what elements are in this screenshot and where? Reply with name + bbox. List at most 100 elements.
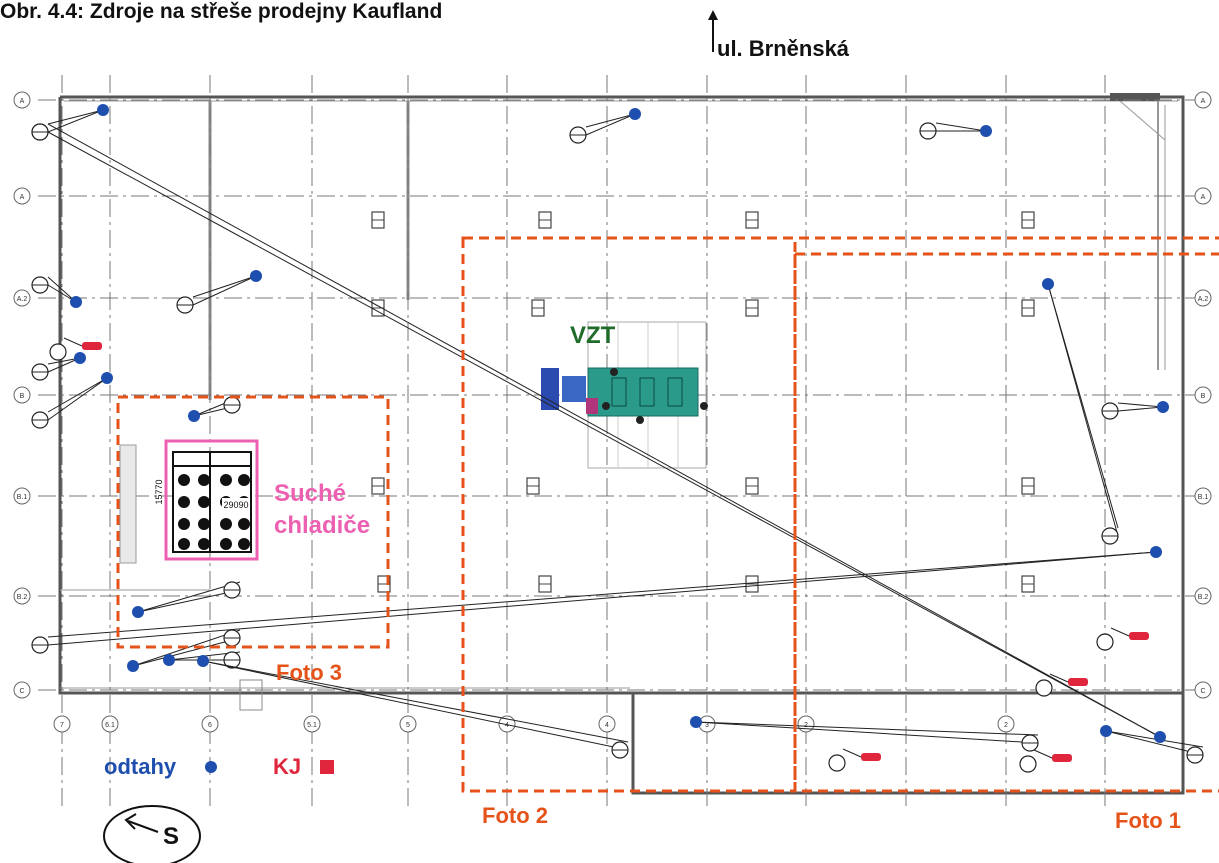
exhaust-marker: [197, 655, 209, 667]
exhaust-marker: [127, 660, 139, 672]
leader-line: [47, 551, 1157, 646]
dry-cooler-fan: [220, 538, 232, 550]
grid-column-bubble: [598, 715, 616, 733]
dry-cooler-dimension-side: 15770: [154, 479, 164, 504]
exhaust-marker: [188, 410, 200, 422]
stair: [239, 679, 263, 711]
dry-cooler-fan: [220, 518, 232, 530]
vzt-fitting: [610, 368, 618, 376]
leader-line: [1049, 673, 1069, 683]
source-markers: [31, 104, 1204, 773]
exhaust-marker: [980, 125, 992, 137]
dry-coolers-frame: [164, 439, 259, 561]
dry-coolers-label-line1: Suché: [274, 480, 347, 507]
exhaust-marker: [74, 352, 86, 364]
photo3-frame: [116, 395, 390, 649]
grid-column-tag: 5: [406, 722, 410, 729]
grid-row-bubble: [13, 681, 31, 699]
grid-row-bubble: [1194, 587, 1212, 605]
leader-line: [202, 660, 629, 743]
grid-column-tag: 7: [60, 722, 64, 729]
leader-line: [842, 748, 862, 758]
photo1-frame: [793, 254, 1219, 793]
exhaust-marker: [1150, 546, 1162, 558]
building-outline: [58, 93, 1185, 795]
leader-line: [137, 589, 241, 613]
leader-line: [137, 581, 241, 613]
leader-line: [132, 637, 241, 667]
vzt-section: [667, 377, 683, 407]
legend-units-label: KJ: [273, 754, 302, 779]
roof-vents: [371, 211, 1035, 593]
grid-row-tag: A: [20, 98, 25, 105]
grid-column-bubble: [399, 715, 417, 733]
leader-line: [47, 123, 1161, 738]
grid-column-tag: 6: [208, 722, 212, 729]
unit-marker: [1129, 632, 1149, 640]
grid-column-tag: 4: [505, 722, 509, 729]
exhaust-marker: [1154, 731, 1166, 743]
photo2-label: Foto 2: [482, 803, 548, 828]
grid-row-tag: B.1: [1198, 494, 1209, 501]
source-tag: [1019, 755, 1037, 773]
exhaust-marker: [1042, 278, 1054, 290]
dry-cooler-fan: [198, 474, 210, 486]
leader-line: [695, 721, 1039, 744]
grid-row-tag: B: [20, 393, 25, 400]
photo-frames: [103, 10, 1219, 863]
source-tag: [828, 754, 846, 772]
grid-column-bubble: [797, 715, 815, 733]
photo2-frame: [461, 236, 797, 793]
leader-line: [695, 721, 1039, 736]
grid-row-tag: B.2: [1198, 594, 1209, 601]
exhaust-marker: [690, 716, 702, 728]
compass-arrow: [127, 820, 159, 833]
vzt-coil: [586, 398, 598, 414]
dry-cooler-fan: [198, 538, 210, 550]
leader-line: [1117, 402, 1164, 408]
grid-row-tag: A.2: [17, 296, 28, 303]
leader-line: [192, 275, 257, 306]
leader-line: [47, 109, 104, 133]
legend-unit-symbol: [320, 760, 334, 774]
grid-row-tag: A: [1201, 98, 1206, 105]
grid-column-tag: 5.1: [307, 722, 317, 729]
vzt-fitting: [602, 402, 610, 410]
grid-column-bubble: [303, 715, 321, 733]
grid-row-bubble: [13, 386, 31, 404]
exhaust-marker: [101, 372, 113, 384]
outer-wall: [60, 95, 1185, 795]
leader-line: [1110, 627, 1130, 637]
grid-column-bubble: [201, 715, 219, 733]
photo3-label: Foto 3: [276, 660, 342, 685]
leader-line: [47, 109, 104, 125]
dry-cooler-fan: [178, 474, 190, 486]
exhaust-marker: [629, 108, 641, 120]
grid-row-bubble: [13, 487, 31, 505]
outer-wall-left: [58, 97, 633, 695]
leader-line: [47, 377, 108, 421]
grid-column-tag: 3: [705, 722, 709, 729]
grid-row-tag: C: [19, 688, 24, 695]
dry-cooler-fan: [238, 474, 250, 486]
vzt-fan: [541, 368, 559, 410]
dry-cooler-fan: [178, 496, 190, 508]
compass-label: S: [163, 823, 180, 850]
legend-exhausts-label: odtahy: [104, 754, 177, 779]
walkway: [119, 444, 137, 564]
grid-row-tag: B.1: [17, 494, 28, 501]
figure-title: Obr. 4.4: Zdroje na střeše prodejny Kauf…: [0, 0, 443, 23]
grid-row-bubble: [1194, 386, 1212, 404]
grid-row-bubble: [1194, 91, 1212, 109]
roof-hatch: [1110, 93, 1160, 101]
compass-ring: [103, 805, 201, 863]
leader-line: [63, 337, 83, 347]
north-arrow-head: [708, 10, 718, 20]
leader-line: [1117, 406, 1164, 412]
grid-column-bubble: [997, 715, 1015, 733]
grid-row-tag: C: [1200, 688, 1205, 695]
grid-column-tag: 6.1: [105, 722, 115, 729]
source-tag: [1096, 633, 1114, 651]
dry-cooler-fan: [238, 518, 250, 530]
